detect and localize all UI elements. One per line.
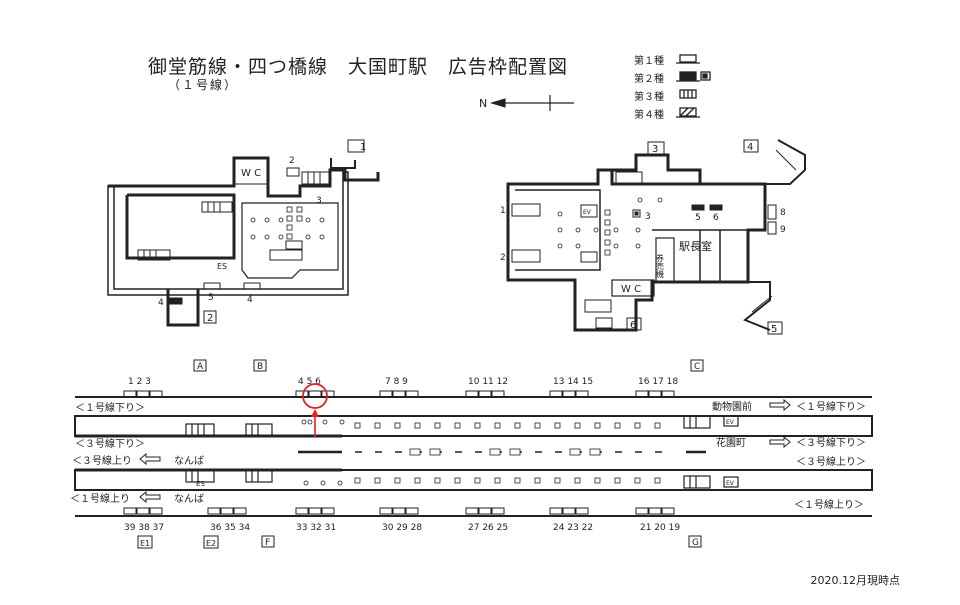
bottom-nums-1: 39 38 37 — [124, 523, 164, 533]
right-ev-label: EV — [583, 209, 592, 216]
label-line1-up-right: ＜１号線上り＞ — [794, 498, 864, 511]
label-line3-up-right: ＜３号線上り＞ — [796, 455, 866, 468]
platform-ev-1: EV — [726, 419, 735, 426]
page-title: 御堂筋線・四つ橋線 大国町駅 広告枠配置図 — [148, 56, 569, 78]
legend-label-type3: 第３種 — [634, 92, 664, 103]
section-c: C — [694, 362, 700, 372]
top-nums-5: 13 14 15 — [553, 377, 593, 387]
legend-label-type2: 第２種 — [634, 74, 664, 85]
label-nanba-2: なんば — [174, 493, 204, 505]
label-line3-down-right: ＜３号線下り＞ — [796, 436, 866, 449]
bottom-nums-4: 30 29 28 — [382, 523, 422, 533]
concourse-right: 券売機 駅長室 W C EV 1 2 — [500, 139, 806, 335]
section-b: B — [257, 362, 263, 372]
right-exit-4: 4 — [747, 142, 753, 153]
top-nums-4: 10 11 12 — [468, 377, 508, 387]
right-exit-5: 5 — [771, 324, 777, 335]
legend-label-type1: 第１種 — [634, 56, 664, 67]
section-e2: E2 — [206, 539, 216, 548]
left-exit-1: 1 — [360, 142, 366, 153]
legend-label-type4: 第４種 — [634, 110, 664, 121]
right-ad-9: 9 — [780, 225, 786, 235]
left-es-label: ES — [217, 262, 227, 271]
top-nums-3: 7 8 9 — [385, 377, 408, 387]
bottom-nums-7: 21 20 19 — [640, 523, 680, 533]
label-zoo: 動物園前 — [712, 400, 752, 413]
right-ad-3: 3 — [645, 212, 651, 222]
label-hanazono: 花園町 — [716, 436, 746, 449]
label-line3-down-left: ＜３号線下り＞ — [75, 437, 145, 450]
north-label: N — [479, 97, 487, 110]
platform-ev-2: EV — [726, 480, 735, 487]
north-arrow: N — [479, 95, 574, 111]
top-nums-2: 4 5 6 — [298, 377, 321, 387]
left-ad-5: 5 — [208, 293, 214, 303]
right-ad-2: 2 — [500, 253, 506, 263]
bottom-nums-5: 27 26 25 — [468, 523, 508, 533]
section-e1: E1 — [140, 539, 150, 548]
right-ad-6: 6 — [713, 213, 719, 223]
ticket-machine-label: 券売機 — [656, 253, 665, 279]
legend-icon-type2 — [679, 71, 697, 81]
date-stamp: 2020.12月現時点 — [810, 574, 901, 587]
bottom-nums-6: 24 23 22 — [553, 523, 593, 533]
station-master-label: 駅長室 — [679, 239, 712, 253]
right-wc-label: W C — [621, 284, 641, 295]
label-nanba-1: なんば — [174, 455, 204, 467]
section-f: F — [265, 538, 270, 548]
label-line1-down-right: ＜１号線下り＞ — [796, 400, 866, 413]
right-exit-3: 3 — [652, 144, 658, 155]
section-g: G — [692, 538, 699, 548]
label-line3-up-left: ＜３号線上り — [72, 454, 132, 467]
bottom-nums-2: 36 35 34 — [210, 523, 250, 533]
right-exit-6: 6 — [630, 320, 636, 331]
right-ad-8: 8 — [780, 208, 786, 218]
platform-es-label: ES — [196, 480, 205, 488]
section-a: A — [197, 362, 204, 372]
left-ad-3: 3 — [316, 196, 322, 206]
label-line1-down-left: ＜１号線下り＞ — [75, 401, 145, 414]
highlight-circle — [302, 383, 328, 409]
concourse-left: 1 W C 2 3 ES 4 4 5 2 — [107, 139, 380, 327]
right-ad-5: 5 — [695, 213, 701, 223]
left-wc-label: W C — [241, 168, 261, 179]
right-ad-1: 1 — [500, 206, 506, 216]
left-exit-2: 2 — [207, 313, 213, 324]
legend-icons — [676, 54, 711, 118]
ad-frames-bottom — [123, 507, 675, 515]
top-nums-1: 1 2 3 — [128, 377, 151, 387]
left-ad-2: 2 — [289, 156, 295, 166]
section-markers-bottom: E1 E2 F G — [137, 535, 702, 549]
page-subtitle: （１号線） — [168, 78, 239, 92]
bottom-nums-3: 33 32 31 — [296, 523, 336, 533]
section-markers-top: A B C — [193, 359, 704, 372]
left-ad-4b: 4 — [247, 295, 253, 305]
platform: A B C 1 2 3 4 5 6 7 8 9 10 11 12 13 14 1… — [70, 359, 873, 549]
left-ad-4: 4 — [158, 298, 164, 308]
legend-icon-type1 — [679, 54, 697, 63]
label-line1-up-left: ＜１号線上り — [70, 492, 130, 505]
top-nums-6: 16 17 18 — [638, 377, 678, 387]
